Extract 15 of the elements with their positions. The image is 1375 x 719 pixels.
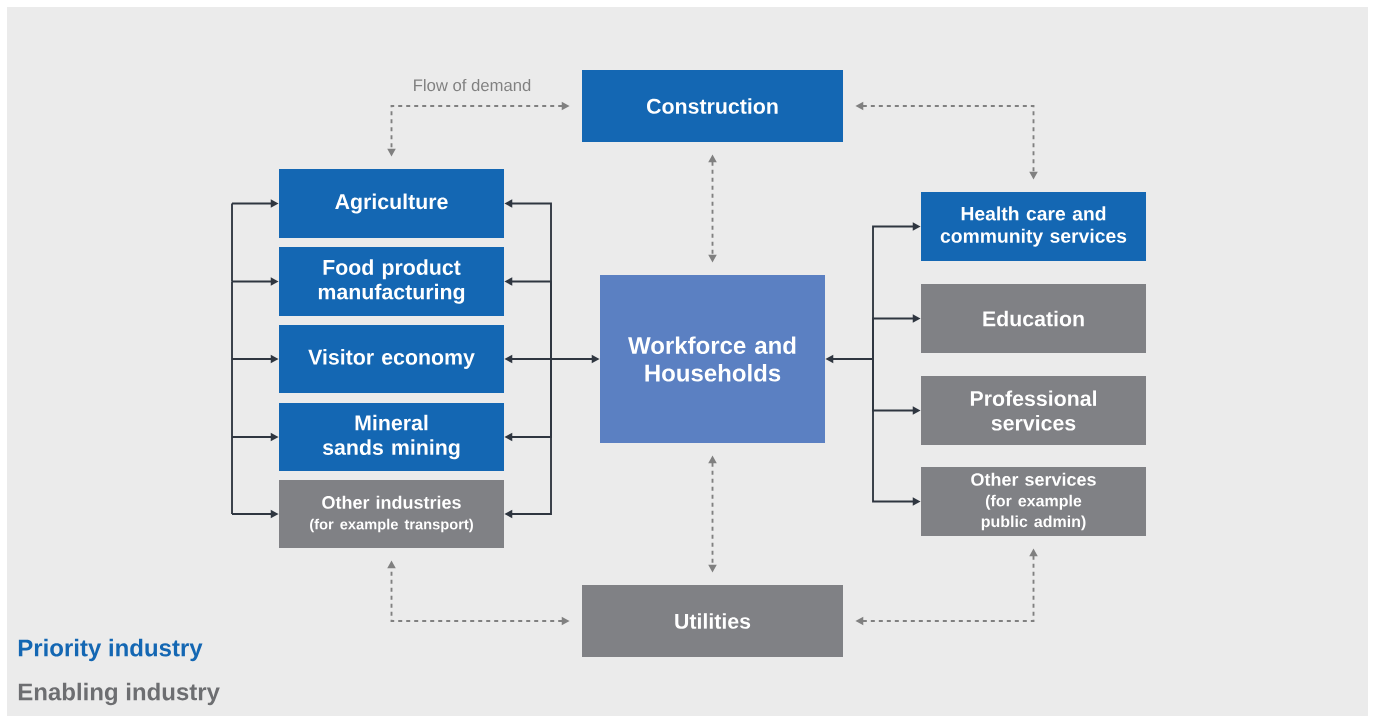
process-box: Health care and community services bbox=[921, 192, 1146, 261]
process-box: Food product manufacturing bbox=[279, 247, 504, 316]
process-box: Construction bbox=[582, 70, 843, 142]
process-box: Mineral sands mining bbox=[279, 403, 504, 471]
process-box: Agriculture bbox=[279, 169, 504, 238]
process-box: Visitor economy bbox=[279, 325, 504, 393]
process-box: Other services (for example public admin) bbox=[921, 467, 1146, 536]
process-box: Other industries (for example transport) bbox=[279, 480, 504, 548]
process-box: Workforce and Households bbox=[600, 275, 825, 443]
process-box: Professional services bbox=[921, 376, 1146, 445]
process-box: Utilities bbox=[582, 585, 843, 657]
legend-entry: Enabling industry bbox=[18, 682, 220, 706]
edge-label: Flow of demand bbox=[414, 78, 531, 92]
legend-entry: Priority industry bbox=[18, 638, 203, 662]
process-box: Education bbox=[921, 284, 1146, 353]
